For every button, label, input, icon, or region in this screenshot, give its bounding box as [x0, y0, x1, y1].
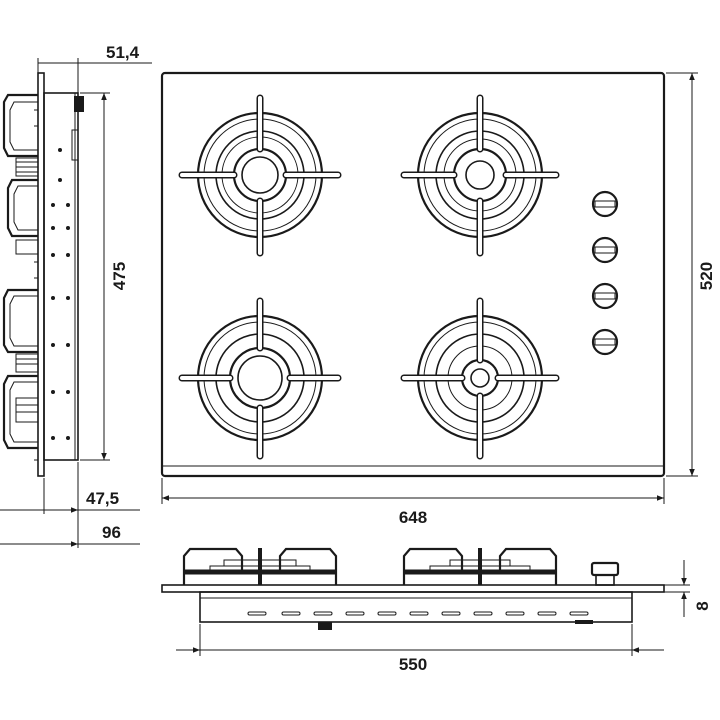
burner-top-left [178, 94, 342, 257]
knob-2 [591, 236, 619, 264]
knob-4 [591, 328, 619, 356]
dim-front-thickness: 8 [693, 601, 712, 610]
knob-1 [591, 190, 619, 218]
burner-top-right [400, 94, 560, 257]
front-view: 8 550 [161, 547, 712, 674]
dim-side-total: 96 [102, 523, 121, 542]
burner-bottom-right [400, 297, 560, 460]
dim-side-height: 475 [110, 262, 129, 290]
knob-3 [591, 282, 619, 310]
dim-top-width: 648 [399, 508, 427, 527]
dim-side-body: 47,5 [86, 489, 119, 508]
dim-front-cutout: 550 [399, 655, 427, 674]
burner-bottom-left [178, 297, 342, 460]
side-view: 51,4 475 47,5 96 [0, 43, 152, 548]
dim-top-depth: 520 [697, 262, 716, 290]
control-knobs [591, 190, 619, 356]
dim-side-depth: 51,4 [106, 43, 140, 62]
top-view: 520 648 [160, 71, 716, 527]
